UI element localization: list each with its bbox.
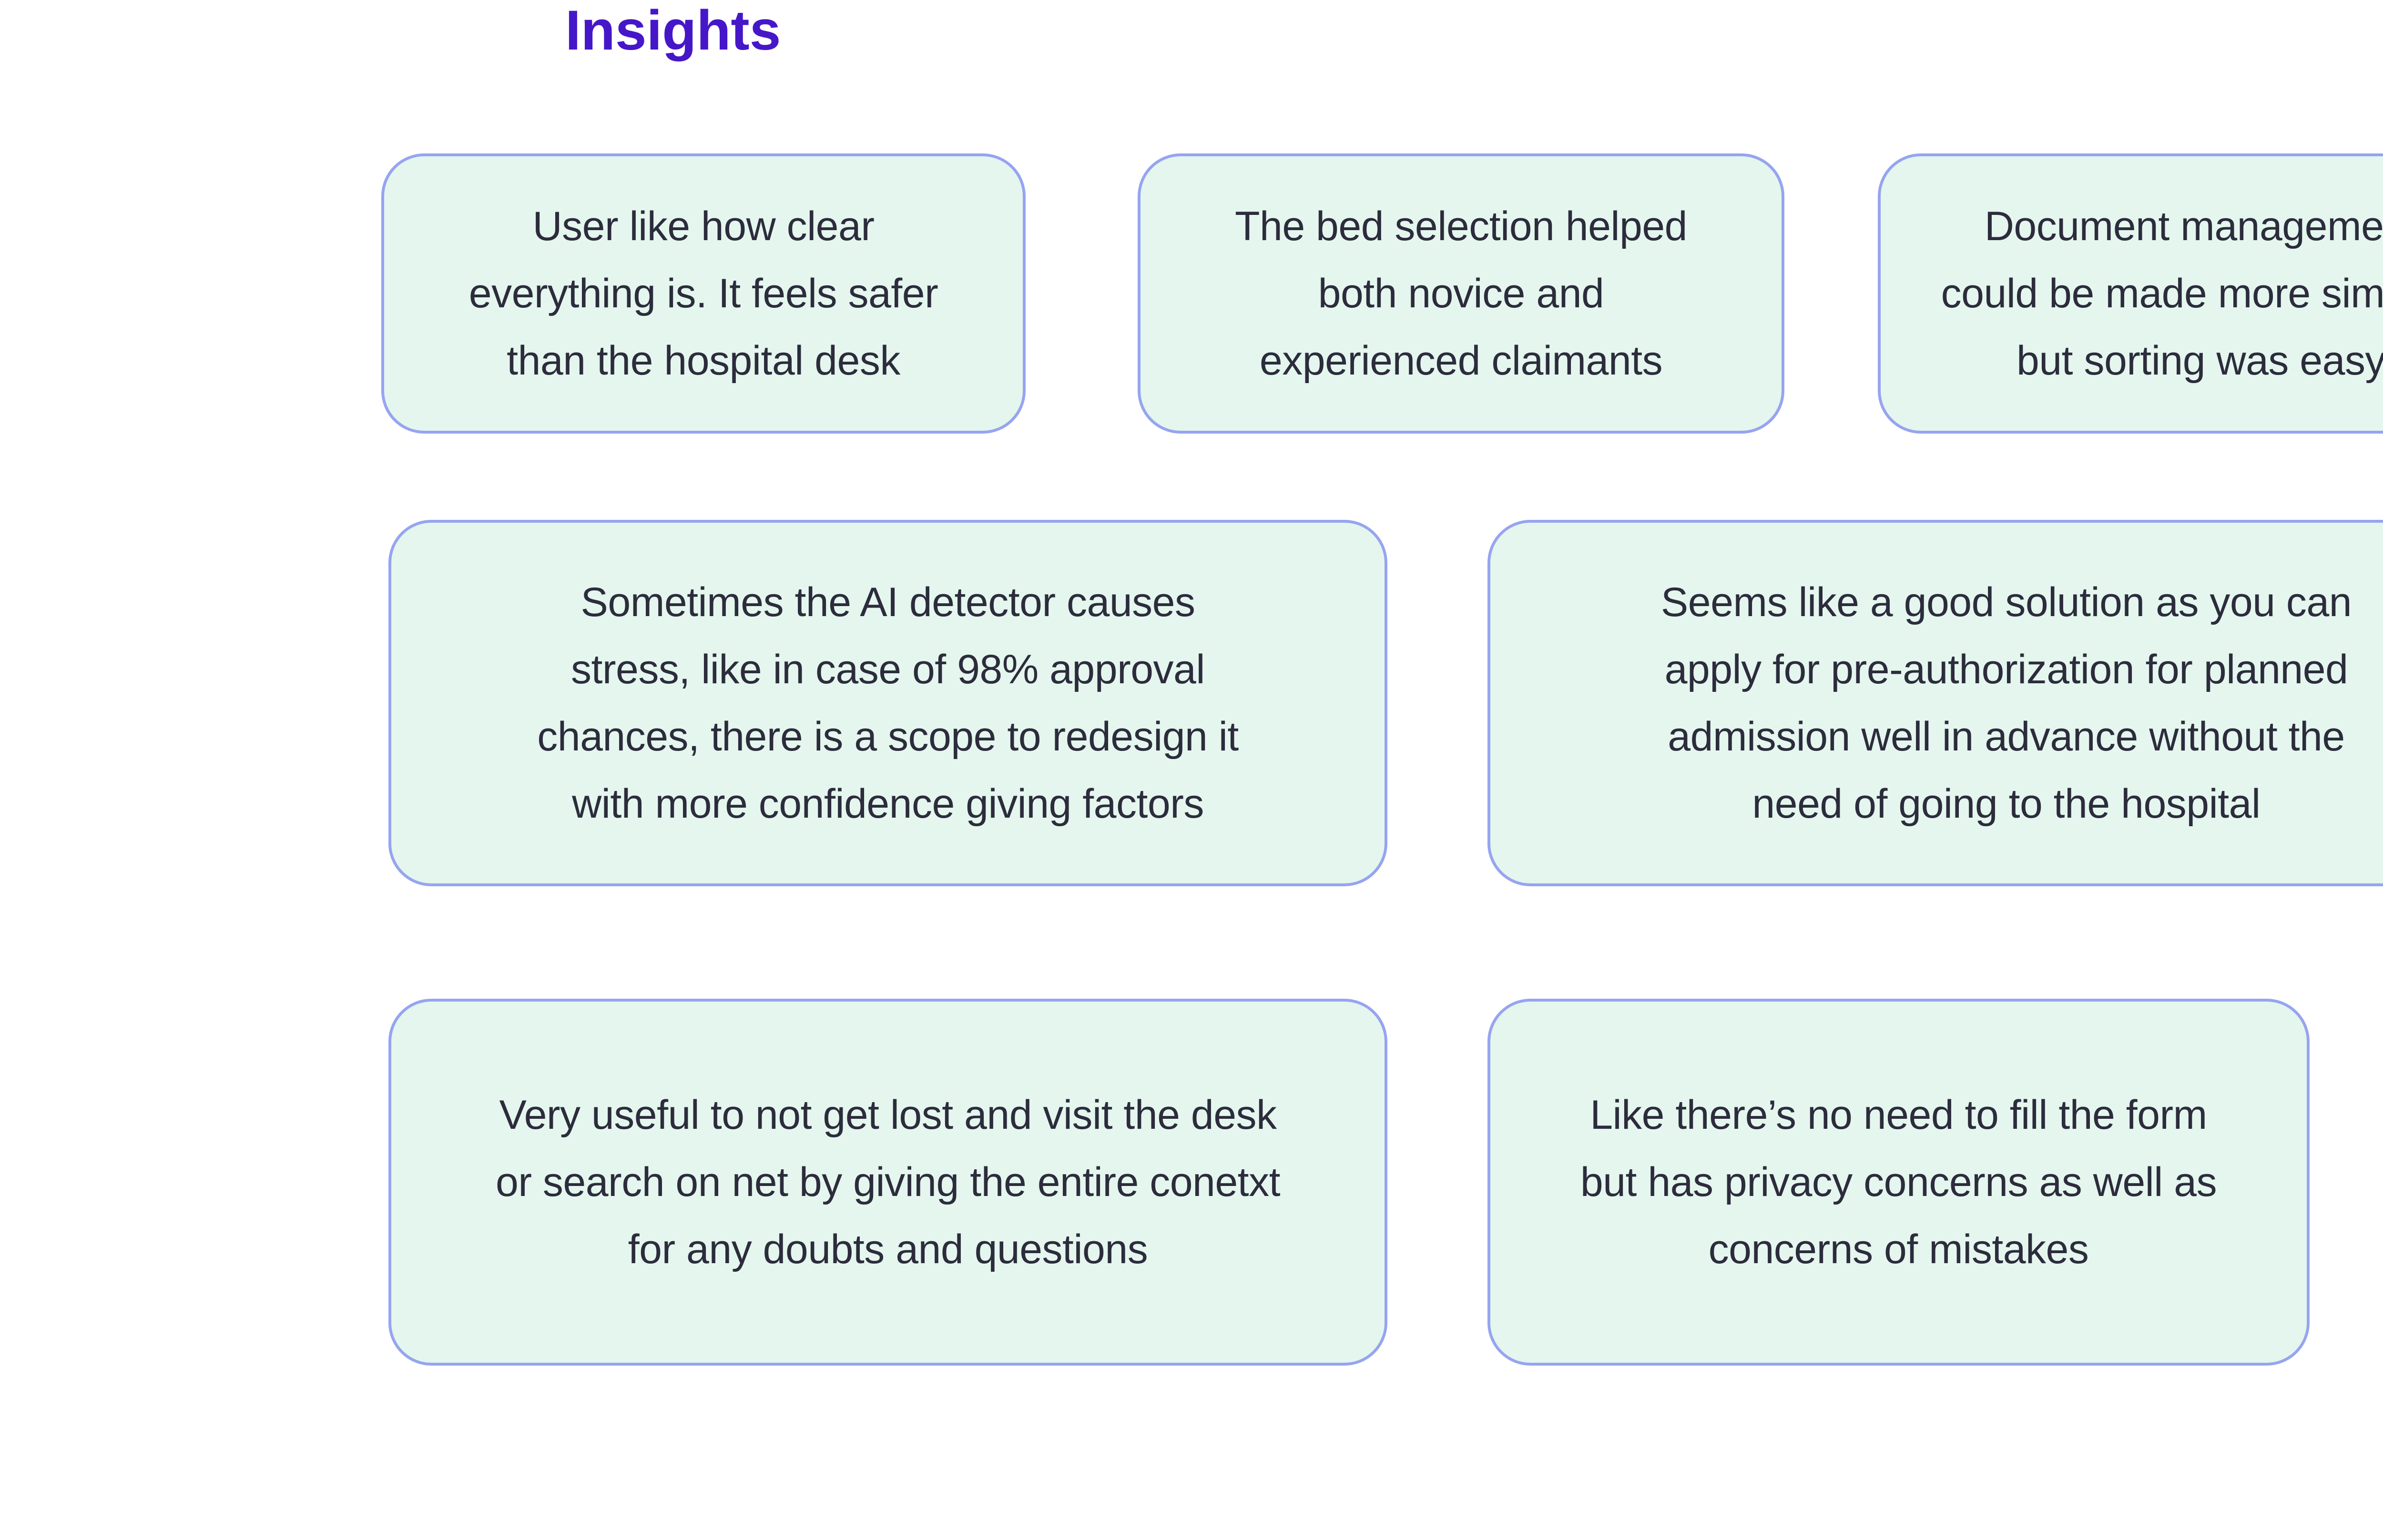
insight-card-7: Like there’s no need to fill the form bu… xyxy=(1487,999,2310,1366)
insight-card-3: Document management could be made more s… xyxy=(1878,153,2383,434)
card-text-line: Like there’s no need to fill the form xyxy=(1590,1092,2207,1138)
card-text-line: experienced claimants xyxy=(1259,337,1663,384)
card-text-line: concerns of mistakes xyxy=(1708,1226,2089,1272)
card-text-line: User like how clear xyxy=(532,203,875,249)
insight-card-1: User like how clear everything is. It fe… xyxy=(381,153,1026,434)
card-text-line: both novice and xyxy=(1318,270,1604,316)
card-text-line: everything is. It feels safer xyxy=(468,270,938,316)
insight-card-4: Sometimes the AI detector causes stress,… xyxy=(388,520,1387,886)
card-text-line: admission well in advance without the xyxy=(1668,713,2345,760)
card-text-line: Seems like a good solution as you can xyxy=(1660,579,2352,625)
card-text-line: but has privacy concerns as well as xyxy=(1580,1159,2217,1205)
card-text-line: stress, like in case of 98% approval xyxy=(571,646,1205,692)
insight-card-5: Seems like a good solution as you can ap… xyxy=(1487,520,2383,886)
card-text-line: apply for pre-authorization for planned xyxy=(1664,646,2348,692)
card-text-line: Very useful to not get lost and visit th… xyxy=(499,1092,1277,1138)
card-text-line: could be made more simpler, xyxy=(1941,270,2383,316)
card-text-line: but sorting was easy xyxy=(2016,337,2383,384)
card-text-line: with more confidence giving factors xyxy=(572,780,1204,827)
insight-card-2: The bed selection helped both novice and… xyxy=(1138,153,1784,434)
card-text-line: than the hospital desk xyxy=(507,337,900,384)
card-text-line: chances, there is a scope to redesign it xyxy=(537,713,1239,760)
card-text-line: for any doubts and questions xyxy=(628,1226,1148,1272)
card-text-line: Document management xyxy=(1984,203,2383,249)
card-text-line: or search on net by giving the entire co… xyxy=(496,1159,1280,1205)
card-text-line: Sometimes the AI detector causes xyxy=(580,579,1196,625)
insight-card-6: Very useful to not get lost and visit th… xyxy=(388,999,1387,1366)
card-text-line: The bed selection helped xyxy=(1234,203,1688,249)
card-text-line: need of going to the hospital xyxy=(1752,780,2261,827)
page-title: Insights xyxy=(565,0,781,62)
